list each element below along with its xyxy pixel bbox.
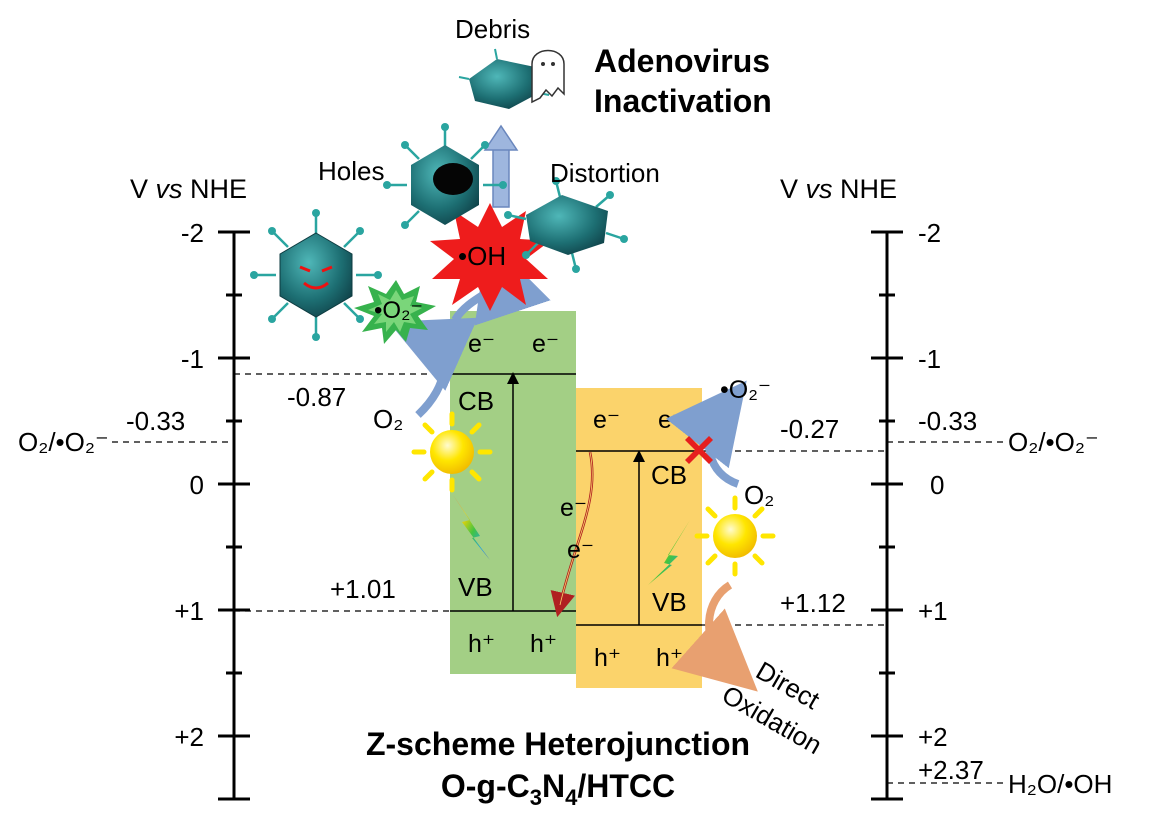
hydroxyl-burst: •OH xyxy=(430,203,550,311)
right-tick-label: +1 xyxy=(918,596,948,626)
upward-arrow xyxy=(483,124,519,208)
right-tick-label: 0 xyxy=(930,470,944,500)
right-tick-label: -2 xyxy=(918,218,941,248)
htcc-electron-label: e⁻ xyxy=(593,406,620,434)
virus-icon xyxy=(504,177,628,273)
right-axis xyxy=(871,230,903,801)
right-tick-label: -1 xyxy=(918,344,941,374)
ghost-icon xyxy=(531,49,565,104)
g-c3n4-electron-label: e⁻ xyxy=(468,330,495,358)
virus-icon xyxy=(383,123,507,229)
htcc-cb-potential: -0.27 xyxy=(780,414,839,444)
right-axis-label: V vs NHE xyxy=(780,174,897,204)
left-tick-label: 0 xyxy=(190,470,204,500)
left-tick-label: +1 xyxy=(174,596,204,626)
left-superoxide-label: •O₂⁻ xyxy=(374,297,423,324)
htcc-hole-label: h⁺ xyxy=(594,644,621,672)
g-c3n4-vb-potential: +1.01 xyxy=(330,574,396,604)
g-c3n4-vb-label: VB xyxy=(458,572,493,602)
left-tick-label: +2 xyxy=(174,722,204,752)
h2o-couple-label: H₂O/•OH xyxy=(1008,769,1112,799)
holes-label: Holes xyxy=(318,156,384,186)
htcc-vb-label: VB xyxy=(652,587,687,617)
right-tick-label: +2 xyxy=(918,722,948,752)
left-tick-label: -1 xyxy=(181,344,204,374)
htcc-electron-label: e⁻ xyxy=(658,406,685,434)
htcc-vb-potential: +1.12 xyxy=(780,588,846,618)
left-axis xyxy=(218,230,250,801)
left-o2-label: O₂ xyxy=(373,404,403,434)
direct-oxidation-arrow xyxy=(671,581,758,692)
right-o2-couple-label: O₂/•O₂⁻ xyxy=(1008,427,1099,457)
g-c3n4-hole-label: h⁺ xyxy=(530,630,557,658)
right-o2-label: O₂ xyxy=(744,480,774,510)
superoxide-burst: •O₂⁻ xyxy=(354,280,436,344)
transfer-electron-label: e⁻ xyxy=(560,494,587,522)
sun-icon xyxy=(694,495,776,577)
left-superoxide-arrow xyxy=(388,317,478,418)
bottom-title-line1: Z-scheme Heterojunction xyxy=(366,726,750,762)
g-c3n4-cb-potential: -0.87 xyxy=(287,382,346,412)
h2o-potential: +2.37 xyxy=(918,755,984,785)
left-o2-couple-label: O₂/•O₂⁻ xyxy=(18,427,109,457)
right-superoxide-arrow xyxy=(665,380,747,488)
distortion-label: Distortion xyxy=(550,158,660,188)
transfer-electron-label: e⁻ xyxy=(567,536,594,564)
virus-icon xyxy=(250,209,382,341)
htcc-hole-label: h⁺ xyxy=(656,644,683,672)
debris-label: Debris xyxy=(455,14,530,44)
right-superoxide-label: •O₂⁻ xyxy=(720,376,771,404)
left-axis-label: V vs NHE xyxy=(130,174,247,204)
g-c3n4-electron-label: e⁻ xyxy=(532,330,559,358)
title-line1: Adenovirus xyxy=(594,43,770,79)
z-scheme-transfer-arrow-inner xyxy=(559,451,593,606)
htcc-cb-label: CB xyxy=(651,460,687,490)
sun-icon xyxy=(411,411,493,493)
bottom-title-line2: O-g-C3N4/HTCC xyxy=(441,768,675,810)
lightning-icon xyxy=(453,495,490,560)
g-c3n4-hole-label: h⁺ xyxy=(468,630,495,658)
cross-icon xyxy=(685,436,713,464)
g-c3n4-cb-label: CB xyxy=(458,386,494,416)
hydroxyl-label: •OH xyxy=(458,241,506,271)
left-o2-potential: -0.33 xyxy=(126,406,185,436)
title-line2: Inactivation xyxy=(594,83,772,119)
right-o2-potential: -0.33 xyxy=(918,406,977,436)
left-tick-label: -2 xyxy=(181,218,204,248)
